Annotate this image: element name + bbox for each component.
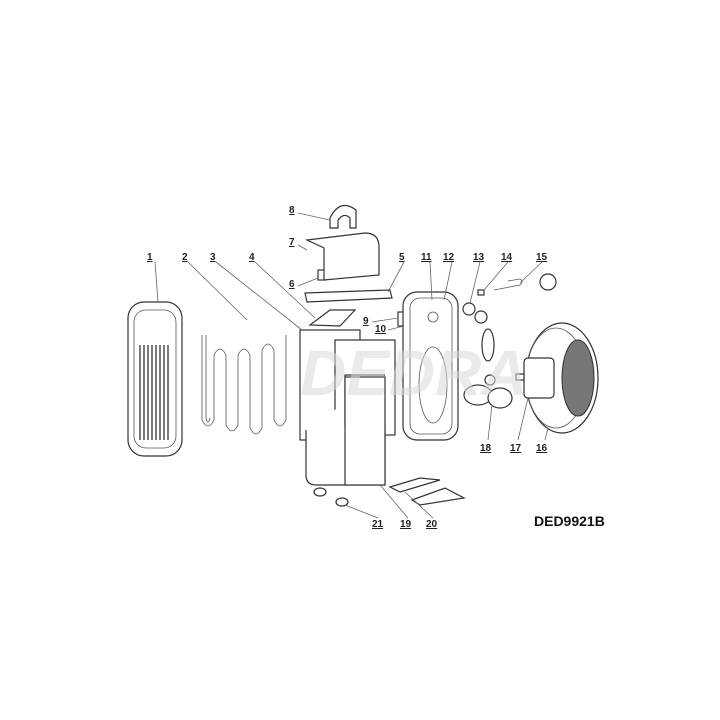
callout-20: 20 [426,519,438,530]
callout-6: 6 [289,279,295,290]
callout-11: 11 [421,252,432,263]
part-fan-blade [463,328,513,409]
part-thermostat [493,273,557,291]
model-number: DED9921B [534,513,605,529]
part-housing [299,329,396,486]
callout-10: 10 [375,324,387,335]
callout-1: 1 [147,252,153,263]
part-foot [388,477,441,493]
callout-21: 21 [372,519,384,530]
callout-17: 17 [510,443,522,454]
callout-7: 7 [289,237,295,248]
callout-19: 19 [400,519,412,530]
part-foot [410,487,466,506]
leader-lines [154,212,549,519]
part-plate [304,289,393,303]
callout-14: 14 [501,252,513,263]
callout-12: 12 [443,252,455,263]
part-top-cover [304,232,380,281]
callout-8: 8 [289,205,295,216]
callout-15: 15 [536,252,548,263]
part-nut [474,310,488,324]
part-motor-guard [515,322,599,434]
part-deflector [308,309,357,327]
callout-3: 3 [210,252,216,263]
callout-9: 9 [363,316,369,327]
part-nut [462,302,476,316]
part-bushing [477,289,485,296]
part-handle [329,204,357,229]
callout-16: 16 [536,443,548,454]
part-heating-elements [201,335,287,435]
callout-4: 4 [249,252,255,263]
part-cap [313,487,327,497]
callout-2: 2 [182,252,188,263]
callout-5: 5 [399,252,405,263]
callout-18: 18 [480,443,492,454]
callout-13: 13 [473,252,485,263]
part-front-grille [127,301,183,457]
part-rear-frame [402,291,459,441]
part-cap [335,497,349,507]
